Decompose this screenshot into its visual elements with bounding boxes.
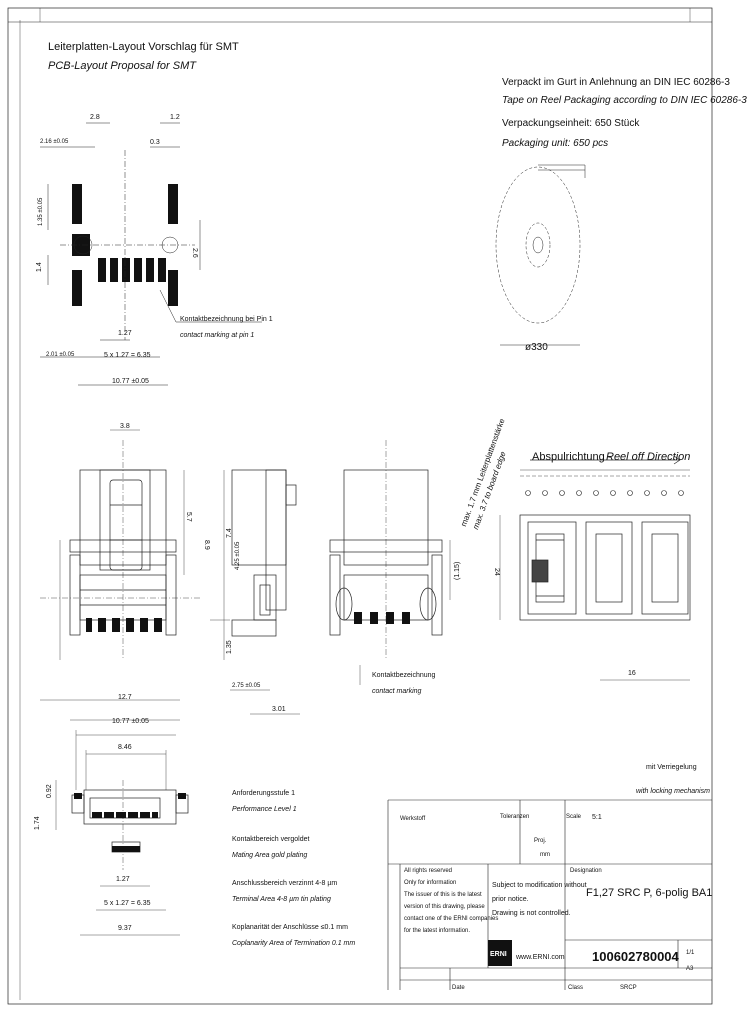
dim-5-7: 5.7 bbox=[185, 512, 192, 522]
tb-class-value: SRCP bbox=[620, 985, 637, 991]
tb-rights-3: The issuer of this is the latest bbox=[404, 892, 482, 898]
tb-subject-1: Subject to modification without bbox=[492, 882, 587, 889]
dim-1-27-bottom: 1.27 bbox=[116, 876, 130, 883]
views-contact-en: contact marking bbox=[372, 688, 422, 695]
dim-7-4: 7.4 bbox=[226, 528, 233, 538]
contact-marking-de: Kontaktbezeichnung bei Pin 1 bbox=[180, 316, 273, 323]
dim-3-01: 3.01 bbox=[272, 706, 286, 713]
tb-rights-5: contact one of the ERNI companies bbox=[404, 916, 499, 922]
rear-view bbox=[329, 440, 451, 685]
reel-off-title-de: Abspulrichtung - bbox=[532, 451, 612, 463]
title-en: PCB-Layout Proposal for SMT bbox=[48, 60, 196, 72]
views-contact-de: Kontaktbezeichnung bbox=[372, 672, 436, 679]
tb-tolerance-label: Toleranzen bbox=[500, 814, 530, 820]
packaging-line1-en: Tape on Reel Packaging according to DIN … bbox=[502, 95, 747, 106]
tb-part-number: 100602780004 bbox=[592, 949, 679, 964]
note1-en: Performance Level 1 bbox=[232, 806, 297, 813]
erni-logo: ERNI bbox=[490, 951, 507, 958]
dim-3-8: 3.8 bbox=[120, 423, 130, 430]
dim-1-4: 1.4 bbox=[36, 262, 43, 272]
tb-scale-label: Scale bbox=[566, 814, 582, 820]
tape-width: 24 bbox=[493, 568, 500, 576]
drawing-lineart bbox=[7, 7, 713, 1005]
tb-date-label: Date bbox=[452, 985, 465, 991]
dim-2-75: 2.75 ±0.05 bbox=[232, 683, 261, 689]
tb-rights-2: Only for information bbox=[404, 880, 457, 886]
dim-5x1-27: 5 x 1.27 = 6.35 bbox=[104, 352, 151, 359]
tape-pitch: 16 bbox=[628, 670, 636, 677]
title-de: Leiterplatten-Layout Vorschlag für SMT bbox=[48, 41, 239, 53]
dim-4-25: 4.25 ±0.05 bbox=[235, 541, 241, 570]
front-view bbox=[40, 429, 200, 701]
reel-drawing bbox=[495, 164, 586, 346]
dim-8-9: 8.9 bbox=[203, 540, 210, 550]
dim-10-77: 10.77 ±0.05 bbox=[112, 378, 149, 385]
dim-1-27: 1.27 bbox=[118, 330, 132, 337]
contact-marking-en: contact marking at pin 1 bbox=[180, 332, 255, 339]
tb-class-label: Class bbox=[568, 985, 584, 991]
tb-subject-3: Drawing is not controlled. bbox=[492, 910, 571, 917]
reel-diameter: ø330 bbox=[525, 342, 548, 353]
dim-1-15: (1.15) bbox=[454, 561, 461, 580]
dim-10-77-bottom: 10.77 ±0.05 bbox=[112, 718, 149, 725]
pcb-layout-pads bbox=[72, 184, 178, 306]
dim-9-37: 9.37 bbox=[118, 925, 132, 932]
note2-en: Mating Area gold plating bbox=[232, 852, 308, 859]
tb-rights-1: All rights reserved bbox=[404, 868, 453, 874]
dim-2-6: 2.6 bbox=[191, 248, 198, 258]
tb-subject-2: prior notice. bbox=[492, 896, 529, 903]
dim-2-01: 2.01 ±0.05 bbox=[46, 352, 75, 358]
tb-dim-label: Werkstoff bbox=[400, 816, 426, 822]
note1-de: Anforderungsstufe 1 bbox=[232, 790, 296, 797]
dim-2-16: 2.16 ±0.05 bbox=[40, 139, 69, 145]
packaging-line2-de: Verpackungseinheit: 650 Stück bbox=[502, 118, 640, 129]
note3-en: Terminal Area 4-8 µm tin plating bbox=[232, 896, 331, 903]
dim-1-35-side: 1.35 bbox=[226, 640, 233, 654]
dim-2-8: 2.8 bbox=[90, 114, 100, 121]
tb-website[interactable]: www.ERNI.com bbox=[516, 954, 565, 961]
packaging-line1-de: Verpackt im Gurt in Anlehnung an DIN IEC… bbox=[502, 77, 730, 88]
tb-scale-value: 5:1 bbox=[592, 814, 602, 821]
dim-8-46: 8.46 bbox=[118, 744, 132, 751]
packaging-line2-en: Packaging unit: 650 pcs bbox=[502, 138, 609, 149]
reel-off-title-en: Reel off Direction bbox=[606, 451, 691, 463]
tb-designation: F1,27 SRC P, 6-polig BA1 bbox=[586, 887, 713, 899]
note2-de: Kontaktbereich vergoldet bbox=[232, 836, 310, 843]
tb-projection: Proj. bbox=[534, 838, 547, 844]
note4-en: Coplanarity Area of Termination 0.1 mm bbox=[232, 940, 356, 947]
tape-view bbox=[499, 469, 691, 681]
tb-rights-4: version of this drawing, please bbox=[404, 904, 485, 910]
locking-de: mit Verriegelung bbox=[646, 764, 697, 771]
dim-1-2: 1.2 bbox=[170, 114, 180, 121]
tb-size: A3 bbox=[686, 966, 694, 972]
tb-designation-label: Designation bbox=[570, 868, 602, 874]
locking-en: with locking mechanism bbox=[636, 788, 710, 795]
note4-de: Koplanarität der Anschlüsse ≤0.1 mm bbox=[232, 924, 348, 931]
tb-rights-6: for the latest information. bbox=[404, 928, 471, 934]
dim-0-92: 0.92 bbox=[46, 784, 53, 798]
note3-de: Anschlussbereich verzinnt 4-8 µm bbox=[232, 880, 338, 887]
dim-12-7: 12.7 bbox=[118, 694, 132, 701]
side-view bbox=[210, 469, 300, 715]
tb-units: mm bbox=[540, 852, 550, 858]
dim-1-35: 1.35 ±0.05 bbox=[38, 197, 44, 226]
dim-1-74: 1.74 bbox=[34, 816, 41, 830]
dim-5x1-27-bottom: 5 x 1.27 = 6.35 bbox=[104, 900, 151, 907]
tb-sheet: 1/1 bbox=[686, 950, 695, 956]
dim-0-3: 0.3 bbox=[150, 139, 160, 146]
